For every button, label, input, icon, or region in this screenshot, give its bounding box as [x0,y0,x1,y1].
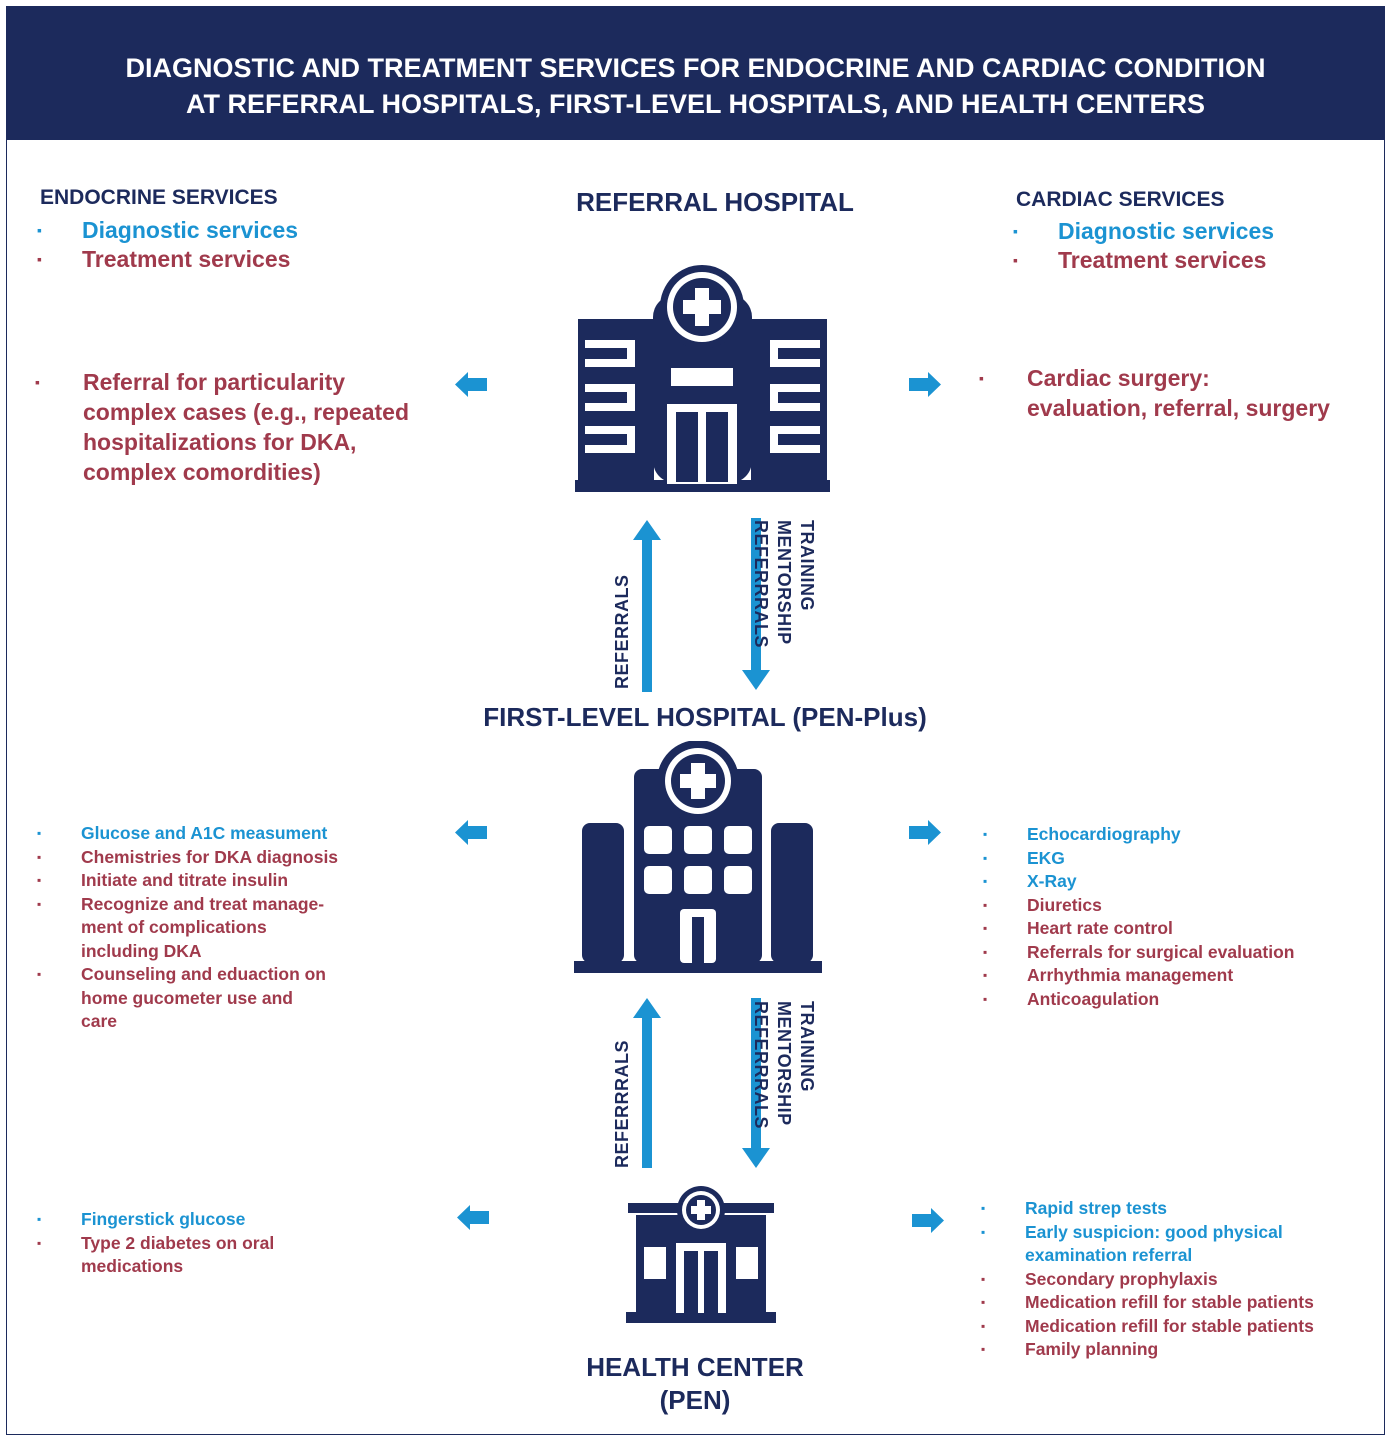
referral-endocrine-line-4: complex comordities) [83,459,321,485]
arrow-left-icon [457,1205,489,1230]
flow-label-line: TRAINING [797,520,817,611]
referral-up-arrow-icon [633,520,661,692]
first-level-endocrine-services: Glucose and A1C measument Chemistries fo… [37,822,338,1034]
health-center-cardiac-services: Rapid strep tests Early suspicion: good … [981,1197,1314,1362]
first-level-endocrine-item: Counseling and eduaction on home gucomet… [37,963,338,1034]
health-center-endocrine-services: Fingerstick glucose Type 2 diabetes on o… [37,1208,274,1279]
item-line: Recognize and treat manage- [81,893,325,914]
title-line-1: DIAGNOSTIC AND TREATMENT SERVICES FOR EN… [125,53,1266,83]
arrow-right-icon [909,820,941,845]
upper-referrals-label: REFERRALS [612,574,632,689]
flow-label-line: TRAINING [797,1001,817,1092]
first-level-hospital-title: FIRST-LEVEL HOSPITAL (PEN-Plus) [483,702,927,732]
flow-label-line: REFERRRALS [751,520,771,649]
item-line: ment of complications [81,917,267,937]
item-line: including DKA [81,940,202,961]
training-down-arrow-icon [742,518,770,690]
flow-label-line: REFERRRALS [751,1001,771,1130]
health-center-cardiac-item: Rapid strep tests [981,1197,1314,1221]
referral-endocrine-services: Referral for particularity complex cases… [35,367,409,487]
referral-endocrine-line-2: complex cases (e.g., repeated [83,399,409,425]
health-center-endocrine-item: Fingerstick glucose [37,1208,274,1232]
endocrine-legend: Diagnostic services Treatment services [37,216,298,274]
item-line: Fingerstick glucose [81,1209,246,1229]
item-line: examination referral [1025,1245,1193,1265]
health-center-icon [626,1186,776,1323]
item-line: Early suspicion: good physical [1025,1221,1283,1242]
health-center-endocrine-item: Type 2 diabetes on oral medications [37,1232,274,1279]
referral-endocrine-item: Referral for particularity complex cases… [35,367,409,487]
health-center-cardiac-item: Family planning [981,1338,1314,1362]
arrow-right-icon [909,372,941,397]
referral-cardiac-line-1: Cardiac surgery: [1027,365,1210,391]
health-center-title-line-2: (PEN) [659,1385,731,1415]
first-level-cardiac-item: Anticoagulation [983,988,1294,1012]
first-level-hospital-icon [574,741,822,973]
item-line: Rapid strep tests [1025,1198,1167,1218]
endocrine-heading: ENDOCRINE SERVICES [40,186,278,209]
item-line: Secondary prophylaxis [1025,1268,1218,1289]
referral-endocrine-line-1: Referral for particularity [83,369,346,395]
item-line: home gucometer use and [81,987,293,1008]
arrow-left-icon [455,820,487,845]
endocrine-legend-diagnostic: Diagnostic services [37,216,298,245]
item-line: Family planning [1025,1339,1159,1359]
referral-cardiac-item: Cardiac surgery: evaluation, referral, s… [979,363,1330,423]
health-center-title: HEALTH CENTER (PEN) [545,1351,845,1417]
first-level-cardiac-item: EKG [983,847,1294,871]
referral-cardiac-line-2: evaluation, referral, surgery [1027,395,1330,421]
item-line: Medication refill for stable patients [1025,1315,1314,1336]
cardiac-heading: CARDIAC SERVICES [1016,188,1225,211]
first-level-endocrine-item: Chemistries for DKA diagnosis [37,846,338,870]
endocrine-legend-treatment: Treatment services [37,245,298,274]
first-level-endocrine-item: Initiate and titrate insulin [37,869,338,893]
first-level-endocrine-item: Glucose and A1C measument [37,822,338,846]
first-level-cardiac-item: Echocardiography [983,823,1294,847]
referral-hospital-title: REFERRAL HOSPITAL [576,187,854,217]
health-center-cardiac-item: Early suspicion: good physical examinati… [981,1221,1314,1268]
first-level-cardiac-item: Heart rate control [983,917,1294,941]
item-line: Chemistries for DKA diagnosis [81,846,339,867]
training-down-arrow-icon [742,998,770,1168]
health-center-title-line-1: HEALTH CENTER [586,1352,804,1382]
referral-cardiac-services: Cardiac surgery: evaluation, referral, s… [979,363,1330,423]
flow-label-line: MENTORSHIP [774,520,794,645]
first-level-cardiac-item: Arrhythmia management [983,964,1294,988]
health-center-cardiac-item: Medication refill for stable patients [981,1315,1314,1339]
item-line: care [81,1011,118,1031]
referral-up-arrow-icon [633,998,661,1168]
item-line: Initiate and titrate insulin [81,870,289,890]
first-level-cardiac-item: Diuretics [983,894,1294,918]
item-line: Counseling and eduaction on [81,964,326,984]
cardiac-legend: Diagnostic services Treatment services [1013,217,1274,275]
first-level-cardiac-item: X-Ray [983,870,1294,894]
arrow-left-icon [455,372,487,397]
item-line: Glucose and A1C measument [81,823,328,843]
health-center-cardiac-item: Secondary prophylaxis [981,1268,1314,1292]
cardiac-legend-treatment: Treatment services [1013,246,1274,275]
item-line: medications [81,1256,184,1276]
item-line: Medication refill for stable patients [1025,1292,1314,1312]
lower-training-label: TRAINING MENTORSHIP REFERRRALS [749,1001,818,1129]
referral-endocrine-line-3: hospitalizations for DKA, [83,429,357,455]
item-line: Type 2 diabetes on oral [81,1232,275,1253]
arrow-right-icon [912,1208,944,1233]
cardiac-legend-diagnostic: Diagnostic services [1013,217,1274,246]
first-level-endocrine-item: Recognize and treat manage- ment of comp… [37,893,338,964]
title-line-2: AT REFERRAL HOSPITALS, FIRST-LEVEL HOSPI… [185,89,1206,119]
health-center-cardiac-item: Medication refill for stable patients [981,1291,1314,1315]
lower-referrals-label: REFERRRALS [612,1039,632,1168]
flow-label-line: MENTORSHIP [774,1001,794,1126]
first-level-cardiac-services: Echocardiography EKG X-Ray Diuretics Hea… [983,823,1294,1011]
title-banner: DIAGNOSTIC AND TREATMENT SERVICES FOR EN… [6,6,1385,140]
upper-training-label: TRAINING MENTORSHIP REFERRRALS [749,520,818,648]
referral-hospital-icon [575,265,830,492]
first-level-cardiac-item: Referrals for surgical evaluation [983,941,1294,965]
